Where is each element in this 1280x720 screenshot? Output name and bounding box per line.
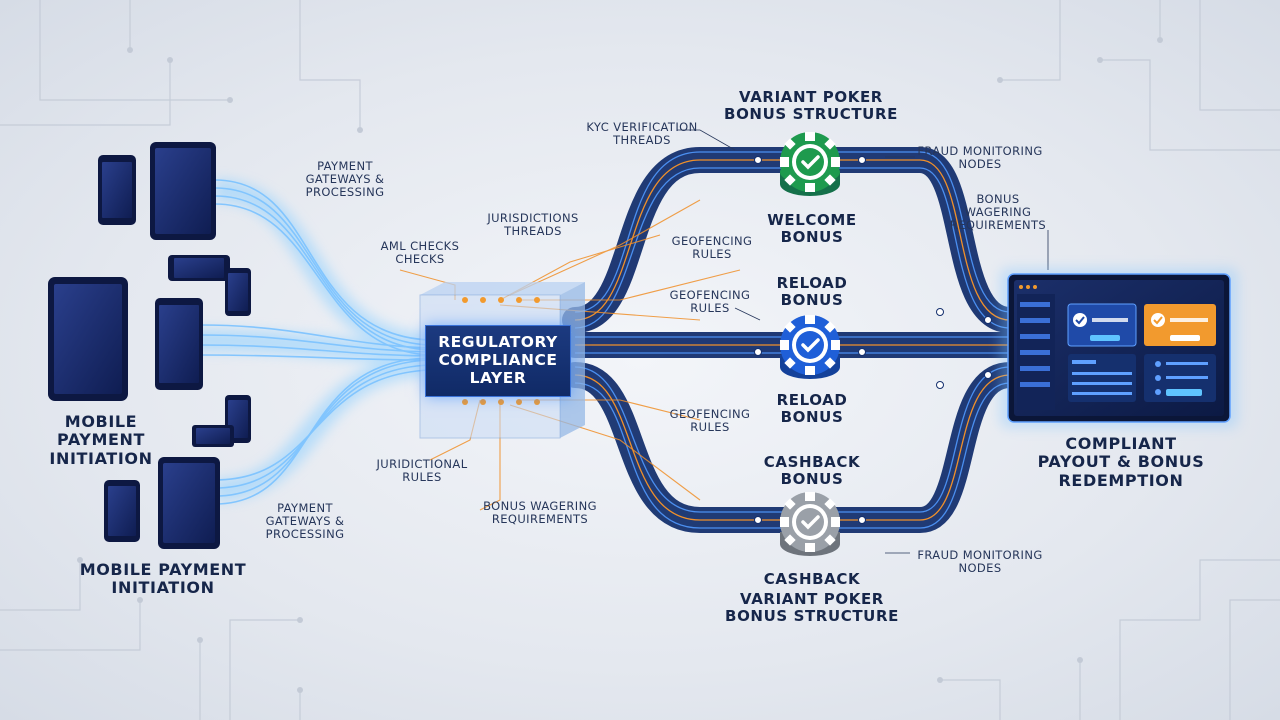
tablet-icon bbox=[158, 457, 220, 549]
label-connectors bbox=[677, 129, 1049, 554]
dashboard-monitor bbox=[1000, 268, 1238, 428]
reload-bonus-label-top: RELOAD BONUS bbox=[776, 274, 848, 310]
regulatory-compliance-layer-title: REGULATORY COMPLIANCE LAYER bbox=[425, 325, 571, 397]
tablet-icon bbox=[150, 142, 216, 240]
data-flows bbox=[199, 179, 431, 505]
compliant-payout-bonus-redemption-label: COMPLIANT PAYOUT & BONUS REDEMPTION bbox=[1037, 434, 1205, 490]
track-lines bbox=[574, 151, 1011, 529]
mobile-payment-initiation-label-bottom: MOBILE PAYMENT INITIATION bbox=[79, 560, 247, 598]
welcome-bonus-label: WELCOME BONUS bbox=[767, 211, 857, 247]
phone-icon bbox=[155, 298, 203, 390]
cashback-label: CASHBACK bbox=[763, 570, 861, 588]
geofencing-rules-label-1: GEOFENCING RULES bbox=[671, 234, 753, 262]
variant-poker-bonus-structure-bottom: VARIANT POKER BONUS STRUCTURE bbox=[725, 590, 899, 626]
bonus-wagering-requirements-label: BONUS WAGERING REQUIREMENTS bbox=[483, 499, 597, 527]
phone-icon bbox=[225, 268, 251, 316]
tablet-icon bbox=[48, 277, 128, 401]
cashback-bonus-label: CASHBACK BONUS bbox=[763, 453, 861, 489]
chip-blue bbox=[780, 315, 840, 379]
circuit-nodes bbox=[77, 37, 1163, 693]
fraud-monitoring-nodes-label-bottom: FRAUD MONITORING NODES bbox=[917, 548, 1043, 576]
regulatory-compliance-layer-text: REGULATORY COMPLIANCE LAYER bbox=[438, 333, 558, 387]
geofencing-rules-label-3: GEOFENCING RULES bbox=[669, 407, 751, 435]
bonus-wagering-requirements-label-right: BONUS WAGERING REQUIREMENTS bbox=[949, 192, 1047, 233]
geofencing-rules-label-2: GEOFENCING RULES bbox=[669, 288, 751, 316]
jurisdictional-rules-label: JURIDICTIONAL RULES bbox=[376, 457, 468, 485]
phone-landscape-icon bbox=[168, 255, 230, 281]
phone-icon bbox=[98, 155, 136, 225]
reload-bonus-label-bottom: RELOAD BONUS bbox=[776, 391, 848, 427]
payment-gateways-label-bottom: PAYMENT GATEWAYS & PROCESSING bbox=[265, 501, 345, 542]
mobile-payment-initiation-label: MOBILE PAYMENT INITIATION bbox=[49, 412, 153, 468]
jurisdictions-threads-label: JURISDICTIONS THREADS bbox=[487, 211, 579, 239]
payment-gateways-label-top: PAYMENT GATEWAYS & PROCESSING bbox=[305, 159, 385, 200]
phone-landscape-icon bbox=[192, 425, 234, 447]
variant-poker-bonus-structure-top: VARIANT POKER BONUS STRUCTURE bbox=[724, 88, 898, 124]
mobile-devices bbox=[48, 142, 251, 549]
phone-icon bbox=[104, 480, 140, 542]
kyc-verification-label: KYC VERIFICATION THREADS bbox=[586, 120, 698, 148]
chip-gray bbox=[780, 492, 840, 556]
fraud-monitoring-nodes-label-top: FRAUD MONITORING NODES bbox=[917, 144, 1043, 172]
junction-dots bbox=[754, 156, 992, 524]
chip-green bbox=[780, 132, 840, 196]
aml-checks-label: AML CHECKS CHECKS bbox=[380, 239, 460, 267]
